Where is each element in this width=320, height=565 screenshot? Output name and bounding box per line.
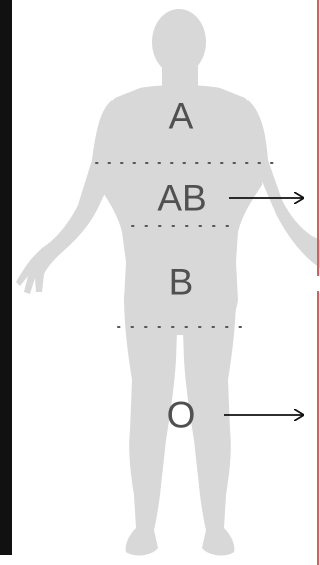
zone-label-a: A: [169, 98, 194, 135]
zone-label-o: O: [167, 397, 196, 434]
zone-label-ab: AB: [157, 180, 206, 217]
zone-label-b: B: [169, 264, 194, 301]
